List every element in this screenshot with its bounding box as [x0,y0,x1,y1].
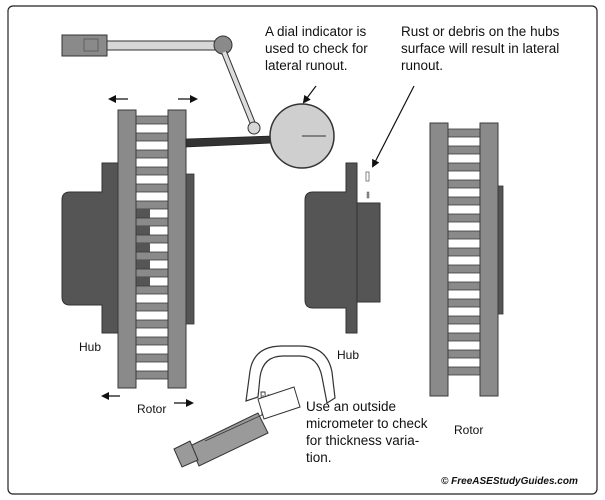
micrometer-ratchet [173,440,199,468]
rotor-vane [447,179,481,189]
rotor-vane [447,298,481,308]
hub-label-middle: Hub [337,348,360,362]
rotor-vane [447,145,481,155]
rotor-vane [447,247,481,257]
rotor-vane [135,183,169,193]
copyright-credit: © FreeASEStudyGuides.com [441,476,578,487]
rotor-vane [135,132,169,142]
right-rotor-inner-plate [479,122,499,397]
hub-pilot-slot [136,226,150,235]
rotor-vane [135,251,169,261]
hub-pilot-slot [136,277,150,286]
hub-pilot-slot [136,260,150,269]
rotor-label-left: Rotor [137,402,167,416]
rotor-vane [447,315,481,325]
rotor-vane [135,336,169,346]
rotor-vane [135,319,169,329]
dial-mount-rod [106,40,220,51]
rotor-vane [135,200,169,210]
right-rotor [429,122,504,397]
micrometer-note: Use an outside micrometer to check for t… [306,399,428,465]
rotor-vane [447,264,481,274]
rust-pointer-arrow-icon [372,85,415,168]
left-rotor-inner-plate [167,109,187,389]
debris-particles [365,171,370,199]
rotor-vane [135,234,169,244]
rotor-vane [447,230,481,240]
left-rotor-outer-plate [117,109,137,389]
dial-pivot [213,35,233,55]
rotor-vane [135,353,169,363]
rotor-vane [447,332,481,342]
rotor-vane [135,149,169,159]
rotor-vane [447,213,481,223]
rotor-vane [135,115,169,125]
hub-label-left: Hub [79,340,102,354]
micrometer-frame [245,345,336,404]
right-rotor-vanes [447,128,481,376]
left-rotor [117,109,187,389]
micrometer-sleeve [257,386,301,420]
rotor-vane [447,162,481,172]
rust-debris-note: Rust or debris on the hubs surface will … [401,24,560,73]
dial-indicator-note: A dial indicator is used to check for la… [265,24,368,73]
dial-joint [247,121,261,135]
rotor-vane [447,128,481,138]
dial-mount-block [61,34,108,57]
rotor-label-right: Rotor [454,423,484,437]
rotor-vane [135,268,169,278]
rotor-vane [135,302,169,312]
rotor-vane [135,285,169,295]
hub-pilot-slot [136,209,150,218]
rotor-vane [447,281,481,291]
rotor-vane [135,166,169,176]
hub-pilot-slot [136,243,150,252]
rotor-vane [447,196,481,206]
left-right-arrow-icon [101,95,198,407]
outside-micrometer [173,345,336,468]
middle-hub [304,162,381,334]
dial-pointer-arrow-icon [302,85,317,104]
rotor-vane [447,349,481,359]
rotor-vane [447,366,481,376]
dial-indicator [61,34,335,169]
right-rotor-outer-plate [429,122,449,397]
rotor-vane [135,370,169,380]
rotor-vane [135,217,169,227]
